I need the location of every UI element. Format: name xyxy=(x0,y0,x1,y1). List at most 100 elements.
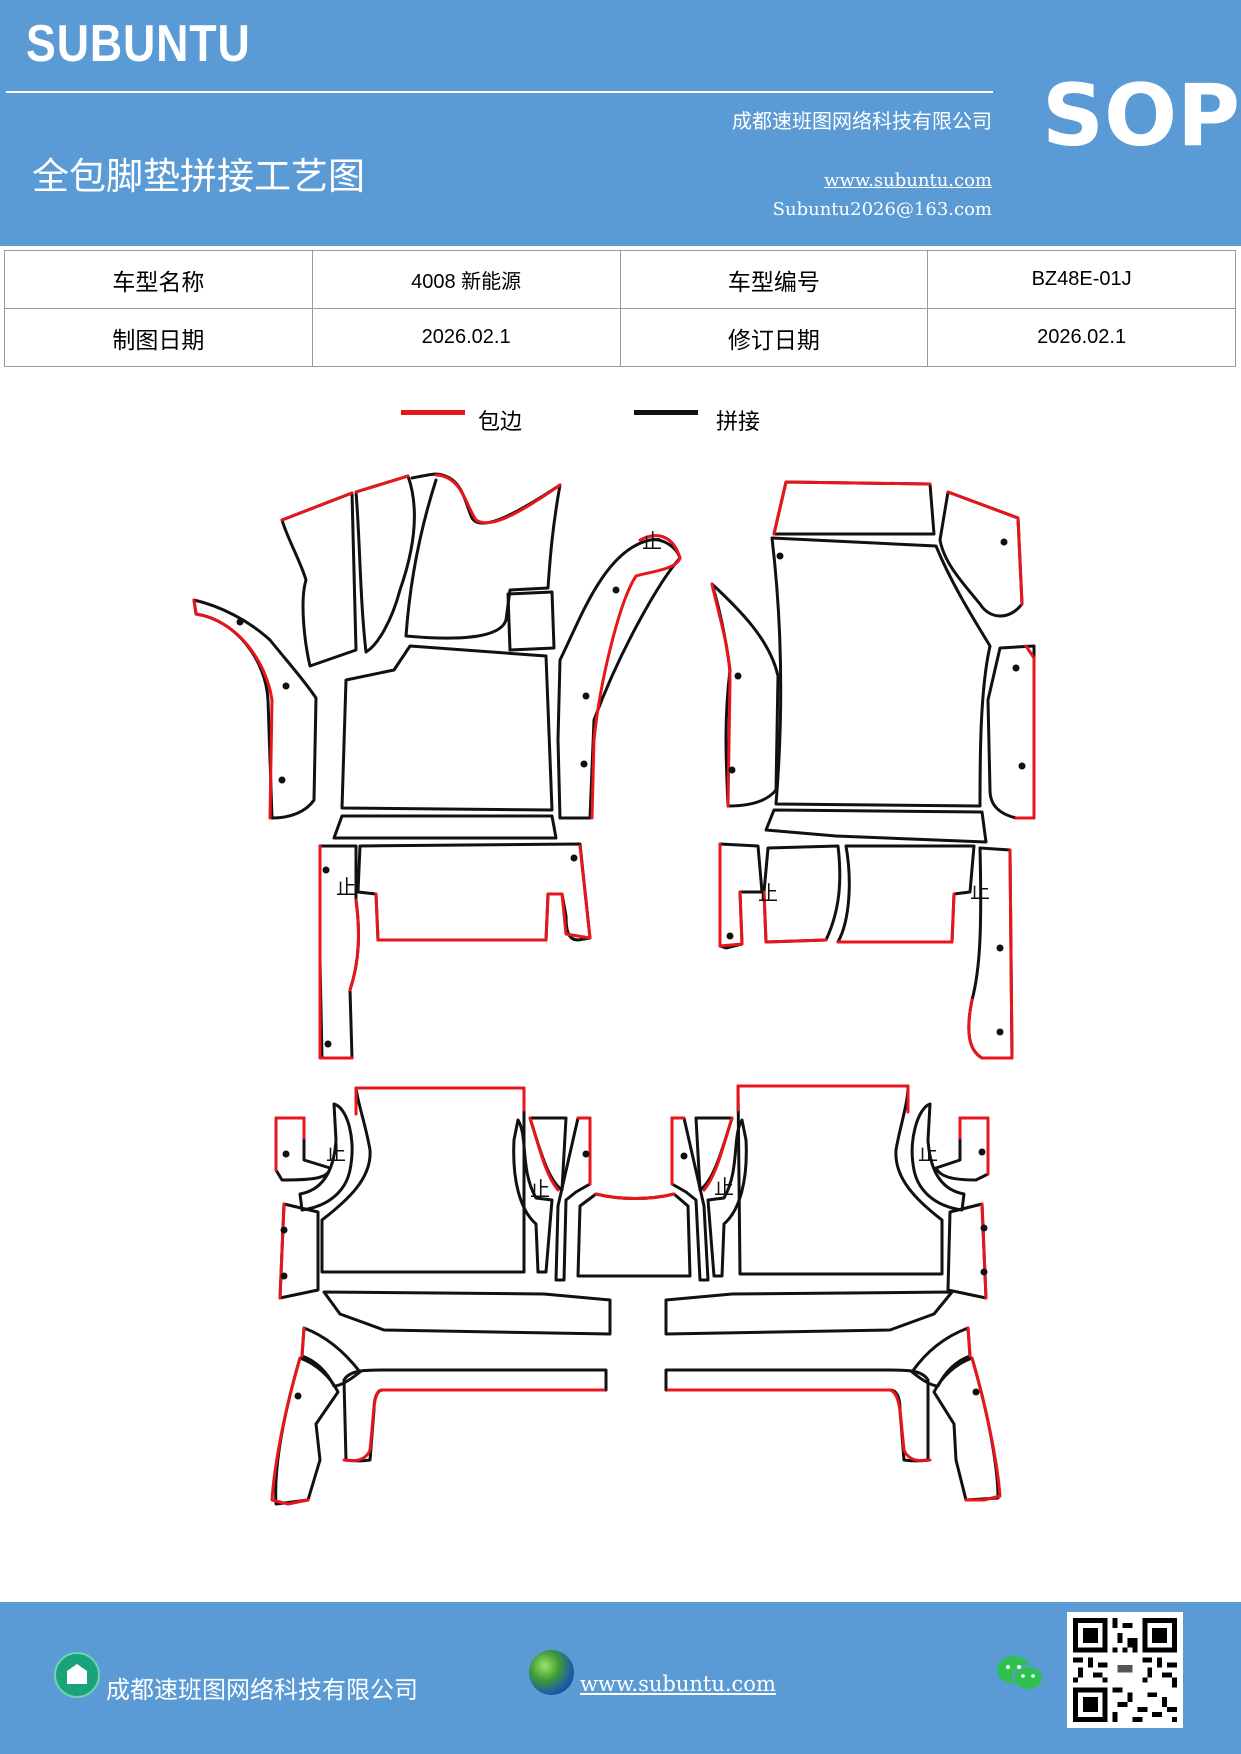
mat-piece xyxy=(736,1084,944,1276)
mat-edge-binding xyxy=(270,1356,310,1506)
legend-label-seam: 拼接 xyxy=(716,410,761,435)
mat-piece xyxy=(274,1356,340,1506)
mat-piece xyxy=(512,1118,554,1274)
mat-piece xyxy=(910,1102,966,1212)
mat-edge-binding xyxy=(1014,644,1036,820)
mat-edge-binding xyxy=(278,1202,286,1300)
mat-piece xyxy=(554,1116,592,1282)
draw-date-label: 制图日期 xyxy=(4,308,313,367)
mat-piece xyxy=(664,1290,954,1336)
rear-right-mat-group xyxy=(664,1084,1002,1502)
mat-edge-binding xyxy=(958,1116,990,1176)
mat-edge-binding xyxy=(964,1356,1002,1502)
mat-edge-binding xyxy=(434,473,562,525)
wechat-icon xyxy=(997,1656,1044,1691)
email-address: Subuntu2026@163.com xyxy=(772,199,992,220)
stop-mark: 止 xyxy=(336,875,356,899)
mat-piece xyxy=(340,644,554,812)
stop-mark: 止 xyxy=(970,879,990,903)
mat-edge-binding xyxy=(980,1202,988,1300)
mat-piece xyxy=(764,808,988,844)
mat-piece xyxy=(986,644,1036,820)
stop-mark: 止 xyxy=(758,881,778,905)
mat-piece xyxy=(946,1202,988,1300)
rear-left-mat-group xyxy=(270,1086,692,1506)
qr-code xyxy=(1067,1612,1183,1728)
mat-piece xyxy=(938,490,1024,618)
mat-piece xyxy=(356,842,592,942)
table-row: 车型名称 4008 新能源 车型编号 BZ48E-01J xyxy=(4,250,1236,309)
mat-piece xyxy=(664,1368,930,1463)
mat-edge-binding xyxy=(192,598,274,820)
header-divider xyxy=(6,91,993,93)
mat-edge-binding xyxy=(836,892,956,944)
model-code-label: 车型编号 xyxy=(619,250,929,309)
mat-edge-binding xyxy=(670,1116,686,1186)
stop-mark: 止 xyxy=(642,529,662,553)
globe-icon xyxy=(529,1650,574,1695)
website-link[interactable]: www.subuntu.com xyxy=(824,170,992,191)
header-banner: SUBUNTU SOP 成都速班图网络科技有限公司 全包脚垫拼接工艺图 www.… xyxy=(0,0,1241,246)
mat-edge-binding xyxy=(342,1388,606,1463)
mat-piece xyxy=(836,844,976,944)
home-icon xyxy=(54,1652,100,1698)
mat-piece xyxy=(576,1192,692,1278)
mat-piece xyxy=(706,1118,748,1278)
sop-badge: SOP xyxy=(1042,66,1241,166)
model-name-label: 车型名称 xyxy=(4,250,313,309)
model-code-value: BZ48E-01J xyxy=(927,250,1236,309)
mat-piece xyxy=(404,472,562,640)
stop-mark: 止 xyxy=(326,1141,346,1165)
mat-piece xyxy=(770,536,992,808)
mat-edge-binding xyxy=(374,844,592,942)
mat-piece xyxy=(280,491,358,668)
mat-piece xyxy=(274,1116,332,1182)
mat-piece xyxy=(192,598,318,820)
mat-piece xyxy=(322,1290,612,1336)
legend-swatch-seam xyxy=(634,410,698,415)
mat-edge-binding xyxy=(528,1116,560,1192)
mat-piece xyxy=(298,1102,354,1212)
mat-edge-binding xyxy=(946,490,1024,606)
mat-edge-binding xyxy=(710,582,732,808)
mat-edge-binding xyxy=(354,1086,526,1116)
footer-banner: 成都速班图网络科技有限公司 www.subuntu.com xyxy=(0,1602,1241,1754)
mat-edge-binding xyxy=(274,1116,306,1172)
mat-piece xyxy=(320,1086,526,1274)
mat-edge-binding xyxy=(736,1084,910,1114)
mat-piece xyxy=(506,590,556,652)
driver-mat-group xyxy=(192,472,682,1060)
footer-company: 成都速班图网络科技有限公司 xyxy=(106,1676,418,1704)
mat-edge-binding xyxy=(318,844,360,1060)
mat-piece xyxy=(354,474,416,654)
revise-date-value: 2026.02.1 xyxy=(927,308,1236,367)
mat-piece xyxy=(772,480,936,536)
mat-edge-binding xyxy=(300,1326,306,1358)
mat-edge-binding xyxy=(280,491,354,522)
mat-edge-binding xyxy=(590,534,682,820)
passenger-mat-group xyxy=(710,480,1036,1060)
mat-edge-binding xyxy=(354,474,410,494)
mat-piece xyxy=(910,1326,972,1388)
mat-edge-binding xyxy=(666,1388,932,1463)
mat-piece xyxy=(934,1116,990,1182)
mat-piece xyxy=(710,582,780,808)
floor-mat-diagram: 止 止 止 止 止 止 止 止 xyxy=(192,472,1036,1506)
legend-swatch-binding xyxy=(401,410,465,415)
draw-date-value: 2026.02.1 xyxy=(311,308,621,367)
stop-mark: 止 xyxy=(918,1141,938,1165)
document-title: 全包脚垫拼接工艺图 xyxy=(32,155,365,198)
mat-edge-binding xyxy=(718,842,744,948)
mat-edge-binding xyxy=(967,848,1014,1060)
mat-edge-binding xyxy=(702,1116,734,1192)
mat-piece xyxy=(300,1326,362,1388)
mat-edge-binding xyxy=(576,1116,592,1186)
model-info-table: 车型名称 4008 新能源 车型编号 BZ48E-01J 制图日期 2026.0… xyxy=(4,250,1236,367)
mat-edge-binding xyxy=(594,1192,676,1200)
mat-piece xyxy=(342,1368,608,1463)
footer-website-link[interactable]: www.subuntu.com xyxy=(580,1672,776,1696)
model-name-value: 4008 新能源 xyxy=(311,250,621,309)
mat-edge-binding xyxy=(762,890,828,944)
mat-piece xyxy=(332,814,558,840)
mat-piece xyxy=(278,1202,320,1300)
